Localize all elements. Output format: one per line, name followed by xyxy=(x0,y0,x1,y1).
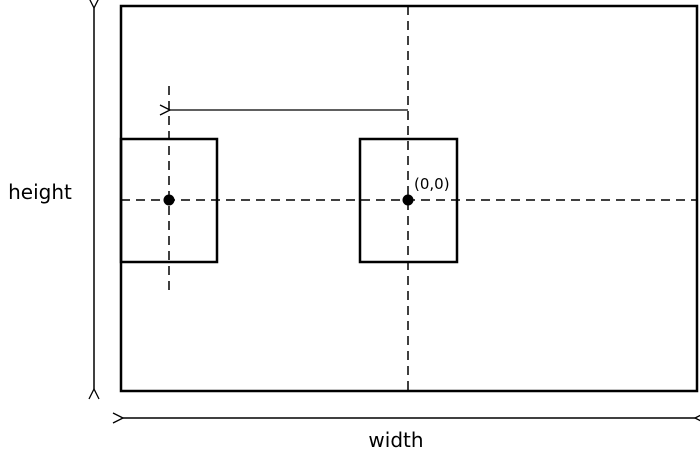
shifted-center-dot xyxy=(163,194,175,206)
center-box xyxy=(358,137,459,264)
origin-dot xyxy=(402,194,414,206)
width-label: width xyxy=(368,428,423,452)
shifted-box xyxy=(119,137,219,264)
origin-label: (0,0) xyxy=(414,175,450,193)
height-label: height xyxy=(8,180,72,204)
